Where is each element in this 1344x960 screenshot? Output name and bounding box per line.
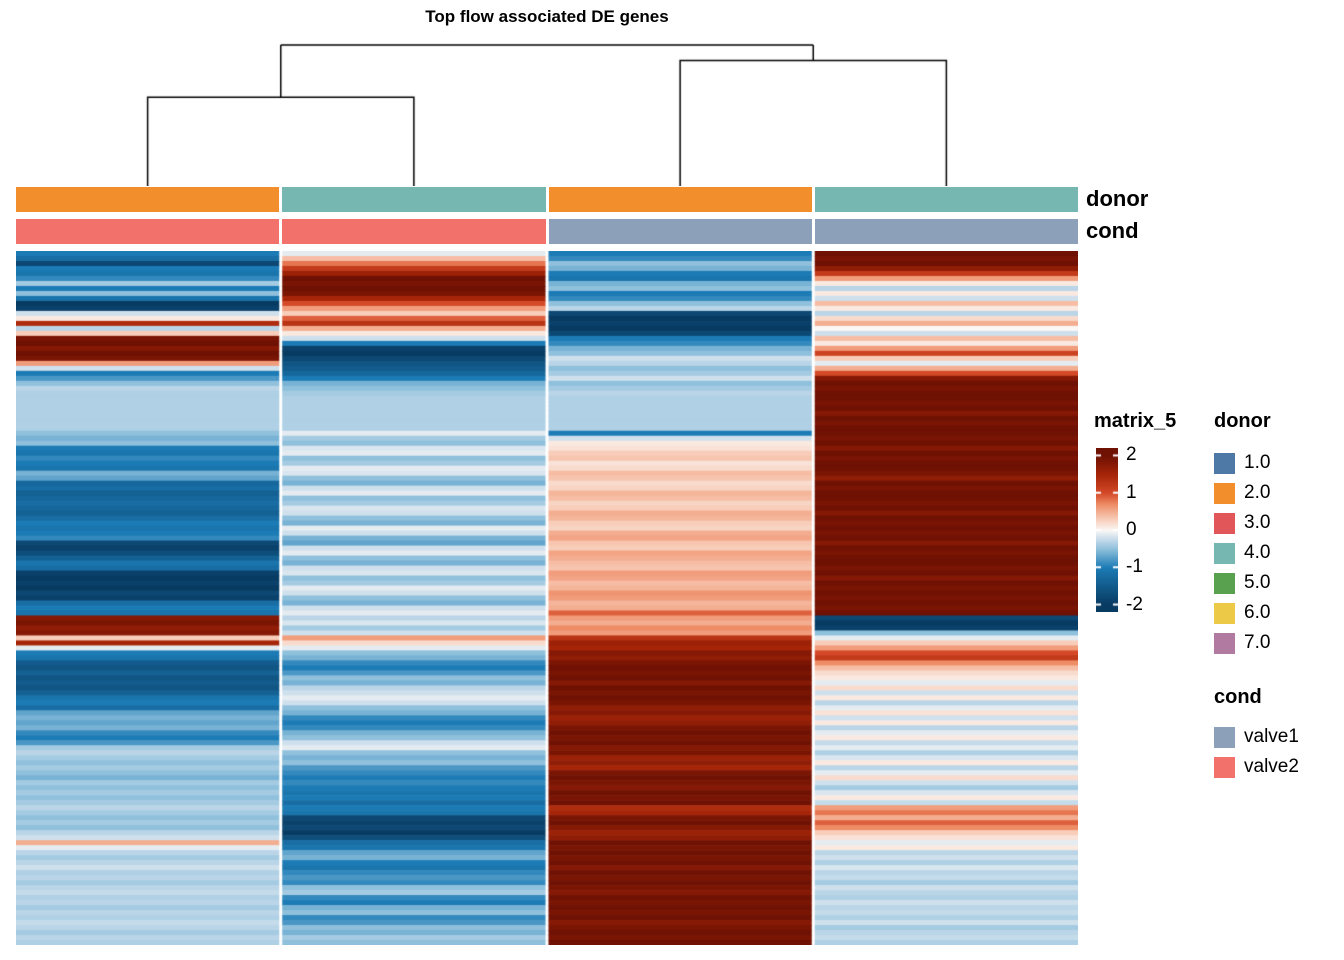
donor-legend-label: 7.0 — [1244, 632, 1271, 653]
column-dendrogram — [0, 0, 1080, 186]
cond-annotation-bar — [16, 219, 1078, 244]
donor-legend-item-6.0: 6.0 — [1214, 598, 1270, 628]
donor-annotation-label: donor — [1086, 186, 1149, 211]
donor-legend-swatch — [1214, 542, 1235, 564]
cond-legend-label: valve2 — [1244, 756, 1299, 777]
cond-legend-swatch — [1214, 726, 1235, 748]
matrix-legend-colorbar — [1096, 448, 1118, 612]
matrix-legend-tick-0: 0 — [1126, 519, 1137, 540]
donor-legend-item-3.0: 3.0 — [1214, 508, 1270, 538]
matrix-legend-tick--2: -2 — [1126, 593, 1143, 615]
cond-legend-item-valve1: valve1 — [1214, 722, 1299, 752]
cond-annotation-cell-valve2 — [282, 219, 546, 244]
donor-legend-item-4.0: 4.0 — [1214, 538, 1270, 568]
donor-legend-label: 1.0 — [1244, 452, 1271, 473]
matrix-legend-tick-2: 2 — [1126, 444, 1137, 466]
donor-legend-label: 3.0 — [1244, 512, 1271, 533]
cond-legend-swatch — [1214, 756, 1235, 778]
cond-legend-title: cond — [1214, 686, 1262, 708]
matrix-legend-tick--1: -1 — [1126, 556, 1143, 578]
donor-annotation-cell-4.0 — [282, 187, 546, 212]
cond-annotation-label: cond — [1086, 218, 1139, 243]
donor-legend-item-5.0: 5.0 — [1214, 568, 1270, 598]
matrix-legend-ticks: 2 1 0 -1 -2 — [1126, 444, 1166, 614]
donor-annotation-cell-4.0 — [814, 187, 1078, 212]
donor-legend-swatch — [1214, 512, 1235, 534]
donor-legend-label: 4.0 — [1244, 542, 1271, 563]
cond-annotation-cell-valve1 — [814, 219, 1078, 244]
donor-legend-item-1.0: 1.0 — [1214, 448, 1270, 478]
donor-legend-items: 1.0 2.0 3.0 4.0 5.0 6.0 7.0 — [1214, 448, 1270, 658]
donor-legend-swatch — [1214, 632, 1235, 654]
donor-legend-swatch — [1214, 572, 1235, 594]
cond-legend-label: valve1 — [1244, 726, 1299, 747]
donor-legend-swatch — [1214, 452, 1235, 474]
donor-legend-item-7.0: 7.0 — [1214, 628, 1270, 658]
donor-legend-swatch — [1214, 482, 1235, 504]
heatmap-canvas — [16, 251, 1078, 945]
cond-legend-items: valve1 valve2 — [1214, 722, 1299, 782]
donor-annotation-bar — [16, 187, 1078, 212]
donor-legend-label: 2.0 — [1244, 482, 1271, 503]
cond-annotation-cell-valve1 — [548, 219, 812, 244]
donor-legend-label: 6.0 — [1244, 602, 1271, 623]
matrix-legend-tick-1: 1 — [1126, 481, 1137, 503]
donor-legend-item-2.0: 2.0 — [1214, 478, 1270, 508]
cond-annotation-cell-valve2 — [16, 219, 280, 244]
donor-legend-swatch — [1214, 602, 1235, 624]
donor-annotation-cell-2.0 — [548, 187, 812, 212]
matrix-legend-title: matrix_5 — [1094, 410, 1177, 432]
donor-legend-title: donor — [1214, 410, 1271, 432]
cond-legend-item-valve2: valve2 — [1214, 752, 1299, 782]
donor-legend-label: 5.0 — [1244, 572, 1271, 593]
donor-annotation-cell-2.0 — [16, 187, 280, 212]
